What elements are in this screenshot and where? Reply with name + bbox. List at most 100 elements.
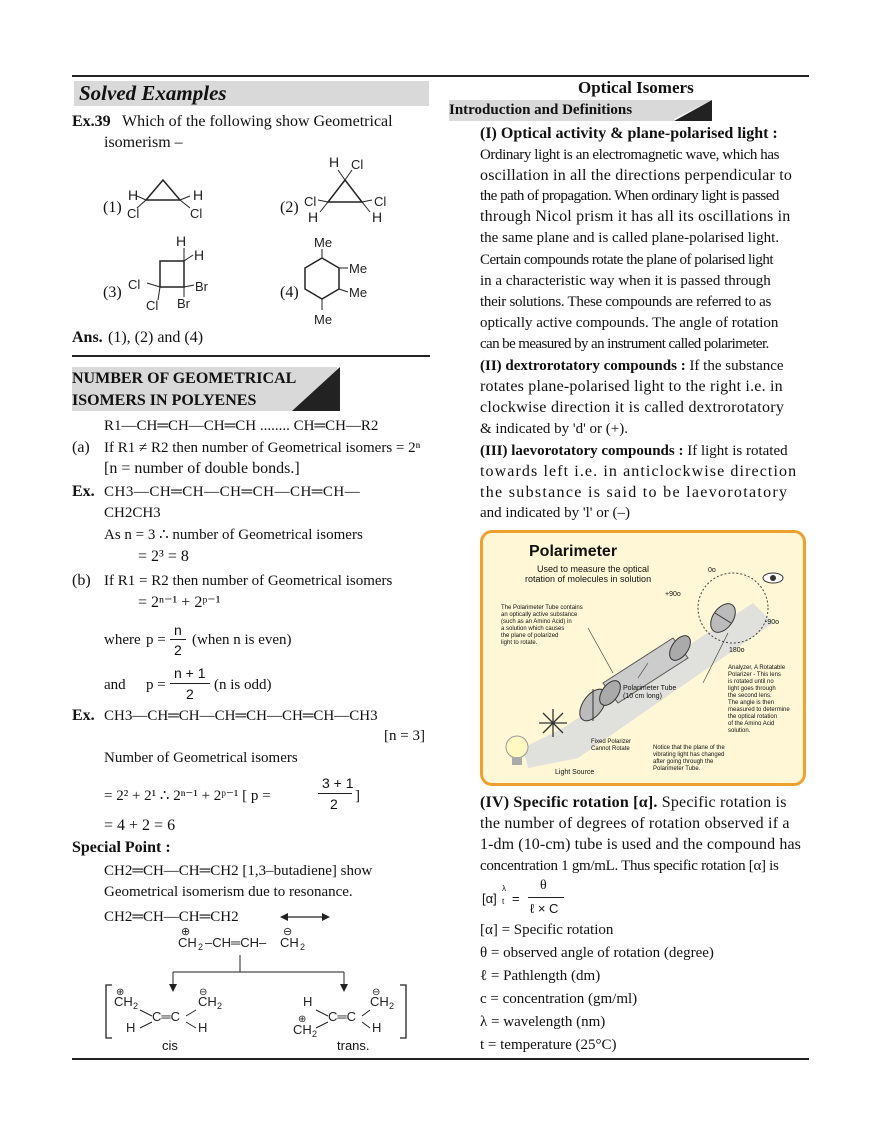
svg-text:C═C: C═C xyxy=(328,1009,356,1024)
def-3: ℓ = Pathlength (dm) xyxy=(480,968,601,984)
frac-bar-1 xyxy=(170,639,186,640)
p5-rest: Specific rotation is xyxy=(657,794,787,811)
analyzer-8: of the Amino Acid xyxy=(728,721,775,727)
tube-text-0: The Polarimeter Tube contains xyxy=(501,605,583,611)
svg-text:⊖: ⊖ xyxy=(372,987,380,998)
svg-text:2: 2 xyxy=(300,942,305,952)
ex2-n: [n = 3] xyxy=(384,728,425,744)
polyenes-header-2: ISOMERS IN POLYENES xyxy=(72,392,257,409)
ex2-frac-bar xyxy=(318,793,352,794)
option-3-label: (3) xyxy=(103,284,122,301)
top-rule xyxy=(72,75,809,77)
tube-label-0: Polarimeter Tube xyxy=(623,685,677,692)
svg-text:H: H xyxy=(198,1020,207,1035)
frac-n1: n + 1 xyxy=(174,665,206,681)
svg-text:Cl: Cl xyxy=(146,298,158,313)
svg-text:Br: Br xyxy=(177,296,191,311)
cis-label: cis xyxy=(162,1038,178,1053)
polarimeter-subtitle-2: rotation of molecules in solution xyxy=(525,574,652,584)
p5-line-3: concentration 1 gm/mL. Thus specific rot… xyxy=(480,858,779,874)
optical-isomers-title: Optical Isomers xyxy=(578,78,694,97)
notice-2: after going through the xyxy=(653,759,714,765)
solved-examples-title: Solved Examples xyxy=(79,81,227,105)
tube-text-5: light to rotate. xyxy=(501,640,538,646)
p1-line-2: oscillation in all the directions perpen… xyxy=(480,167,793,184)
notice-1: vibrating light has changed xyxy=(653,752,725,758)
special-point: Special Point : xyxy=(72,839,171,856)
ex2-label: Ex. xyxy=(72,707,95,724)
polyenes-banner-triangle xyxy=(292,367,340,411)
analyzer-text: Analyzer, A Rotatable Polarizer - This l… xyxy=(728,665,790,735)
polarimeter-subtitle-1: Used to measure the optical xyxy=(537,564,650,574)
svg-text:H: H xyxy=(193,187,203,203)
p5-first-line: (IV) Specific rotation [α]. Specific rot… xyxy=(480,793,787,813)
svg-text:H: H xyxy=(308,209,318,225)
svg-text:H: H xyxy=(194,247,204,263)
and-label: and xyxy=(104,677,126,693)
where-label: where xyxy=(104,632,141,648)
svg-text:H: H xyxy=(372,1020,381,1035)
resonance-line: CH2═CH—CH═CH2 xyxy=(104,909,239,925)
bulb-icon xyxy=(505,735,529,765)
p2-line-2: in a characteristic way when it is passe… xyxy=(480,273,771,289)
p1-line-3: the path of propagation. When ordinary l… xyxy=(480,188,779,204)
p3-last: & indicated by 'd' or (+). xyxy=(480,421,628,437)
svg-text:Me: Me xyxy=(349,285,367,300)
svg-text:CH: CH xyxy=(293,1022,312,1037)
svg-text:Cl: Cl xyxy=(190,206,202,221)
polarimeter-title: Polarimeter xyxy=(529,543,618,560)
svg-text:CH: CH xyxy=(280,935,299,950)
p1-line-5: the same plane and is called plane-polar… xyxy=(480,230,780,246)
svg-text:CH: CH xyxy=(198,994,217,1009)
p2-line-4: optically active compounds. The angle of… xyxy=(480,315,779,331)
svg-text:2: 2 xyxy=(389,1001,394,1011)
frac-n: n xyxy=(174,622,182,638)
ex2-frac-num: 3 + 1 xyxy=(322,775,354,791)
p3-head: (II) dextrorotatory compounds : xyxy=(480,358,686,374)
svg-text:⊖: ⊖ xyxy=(283,926,292,938)
ex1-label: Ex. xyxy=(72,483,95,500)
tube-text-4: the plane of polarized xyxy=(501,633,559,639)
svg-text:CH: CH xyxy=(114,994,133,1009)
def-6: t = temperature (25°C) xyxy=(480,1037,617,1053)
frac-bar-2 xyxy=(170,683,210,684)
solved-examples-banner xyxy=(74,81,429,106)
ex1-line2: CH2CH3 xyxy=(104,505,161,521)
p-eq-2: p = xyxy=(146,677,166,693)
p5-line-1: the number of degrees of rotation observ… xyxy=(480,815,790,832)
structure-4: Me Me Me Me xyxy=(304,235,367,327)
ex1-n: As n = 3 ∴ number of Geometrical isomers xyxy=(104,527,363,543)
p1-line-4: through Nicol prism it has all its oscil… xyxy=(480,208,791,225)
fixed-polarizer-label: Fixed Polarizer Cannot Rotate xyxy=(591,739,631,753)
p-eq-1: p = xyxy=(146,632,166,648)
a-label: (a) xyxy=(72,439,90,456)
svg-text:C═C: C═C xyxy=(152,1009,180,1024)
polarimeter-figure: Polarimeter Used to measure the optical … xyxy=(480,530,806,786)
svg-text:Cl: Cl xyxy=(304,194,316,209)
ans-text: (1), (2) and (4) xyxy=(108,329,204,346)
def-1: [α] = Specific rotation xyxy=(480,922,614,938)
ex1-result: = 2³ = 8 xyxy=(138,548,189,565)
ex1-line1: CH3—CH═CH—CH═CH—CH═CH— xyxy=(104,484,361,500)
analyzer-0: Analyzer, A Rotatable xyxy=(728,665,786,671)
analyzer-4: the second lens. xyxy=(728,693,772,699)
ex2-number: Number of Geometrical isomers xyxy=(104,750,298,766)
p4-line-1: towards left i.e. in anticlockwise direc… xyxy=(480,463,798,480)
frac-2-1: 2 xyxy=(174,642,182,658)
svg-text:CH: CH xyxy=(370,994,389,1009)
trans-label: trans. xyxy=(337,1038,370,1053)
svg-text:Me: Me xyxy=(349,261,367,276)
notice-3: Polarimeter Tube. xyxy=(653,766,701,772)
b-text: If R1 = R2 then number of Geometrical is… xyxy=(104,573,393,589)
p4-line-2: the substance is said to be laevorotator… xyxy=(480,484,789,501)
sp-text-2: Geometrical isomerism due to resonance. xyxy=(104,884,353,900)
deg-180: 180o xyxy=(729,647,745,654)
option-4-label: (4) xyxy=(280,284,299,301)
ex39-label: Ex.39 xyxy=(72,113,111,130)
fixed-label-1: Cannot Rotate xyxy=(591,746,630,752)
svg-text:Cl: Cl xyxy=(374,194,386,209)
p3-line-2: clockwise direction it is called dextror… xyxy=(480,399,785,416)
resonance-arrow xyxy=(280,913,330,921)
